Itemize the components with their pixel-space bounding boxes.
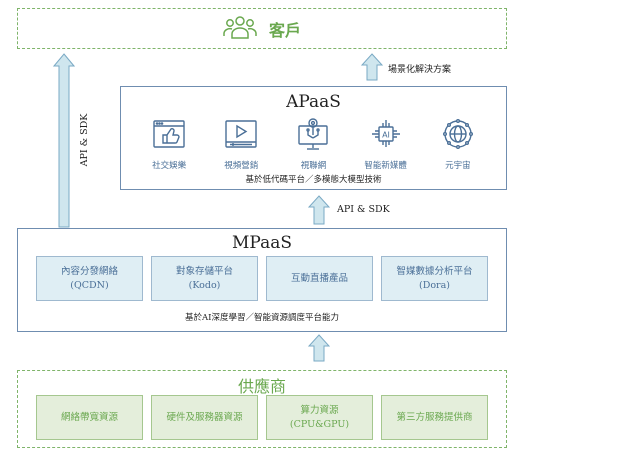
mpaas-module-live: 互動直播產品 [266, 256, 373, 301]
mpaas-footnote: 基於AI深度學習／智能資源調度平台能力 [185, 313, 339, 323]
apaas-to-customer-arrow [361, 53, 383, 81]
people-group-icon [223, 15, 257, 43]
ai-chip-icon: AI [369, 117, 403, 155]
apaas-item-video-iot: 視聯網 [278, 117, 348, 171]
apaas-item-label: 視頻營銷 [224, 161, 259, 171]
mpaas-module-dora: 智媒數據分析平台 (Dora) [381, 256, 488, 301]
customer-layer: 客戶 [17, 8, 507, 49]
supplier-module-compute: 算力資源 (CPU&GPU) [266, 395, 373, 440]
apaas-layer: APaaS 社交娛樂 [120, 86, 507, 190]
mpaas-title: MPaaS [232, 233, 292, 253]
apaas-item-video-marketing: 視頻營銷 [206, 117, 276, 171]
supplier-title: 供應商 [237, 377, 286, 396]
iot-monitor-icon [296, 117, 330, 155]
apaas-title: APaaS [286, 92, 341, 112]
apaas-item-smart-media: AI 智能新媒體 [351, 117, 421, 171]
apaas-item-metaverse: 元宇宙 [423, 117, 493, 171]
left-arrow-label: API & SDK [79, 113, 90, 167]
module-name: 硬件及服務器資源 [166, 411, 243, 423]
apaas-item-label: 視聯網 [300, 161, 327, 171]
customer-label: 客戶 [268, 20, 301, 40]
supplier-to-mpaas-arrow [308, 334, 330, 362]
api-sdk-label: API & SDK [337, 204, 390, 215]
supplier-module-third-party: 第三方服務提供商 [381, 395, 488, 440]
module-name: 網絡帶寬資源 [60, 411, 118, 423]
apaas-item-label: 社交娛樂 [152, 161, 187, 171]
mpaas-to-apaas-arrow [308, 195, 330, 225]
module-name: 第三方服務提供商 [396, 411, 473, 423]
video-player-icon [224, 117, 258, 155]
thumbs-up-browser-icon [152, 117, 186, 155]
supplier-module-hardware: 硬件及服務器資源 [151, 395, 258, 440]
scenario-solution-label: 場景化解決方案 [388, 65, 452, 75]
module-name: 智媒數據分析平台 [396, 265, 473, 277]
apaas-item-label: 智能新媒體 [364, 161, 407, 171]
mpaas-module-qcdn: 內容分發網絡 (QCDN) [36, 256, 143, 301]
module-name: 算力資源 [300, 404, 339, 416]
apaas-footnote: 基於低代碼平台／多模態大模型技術 [245, 175, 382, 185]
module-name: 內容分發網絡 [60, 265, 118, 277]
module-name: 對象存儲平台 [175, 265, 233, 277]
supplier-layer: 供應商 網絡帶寬資源 硬件及服務器資源 算力資源 (CPU&GPU) 第三方服務… [17, 370, 507, 448]
module-name: 互動直播產品 [290, 272, 348, 284]
left-up-arrow [53, 53, 75, 228]
module-code: (Kodo) [188, 279, 221, 291]
module-code: (Dora) [419, 279, 450, 291]
mpaas-layer: MPaaS 內容分發網絡 (QCDN) 對象存儲平台 (Kodo) 互動直播產品… [17, 228, 507, 332]
apaas-item-social: 社交娛樂 [134, 117, 204, 171]
metaverse-globe-icon [441, 117, 475, 155]
module-code: (CPU&GPU) [289, 418, 350, 430]
supplier-module-bandwidth: 網絡帶寬資源 [36, 395, 143, 440]
apaas-item-label: 元宇宙 [445, 161, 471, 171]
svg-text:AI: AI [382, 131, 390, 140]
module-code: (QCDN) [70, 279, 109, 291]
mpaas-module-kodo: 對象存儲平台 (Kodo) [151, 256, 258, 301]
